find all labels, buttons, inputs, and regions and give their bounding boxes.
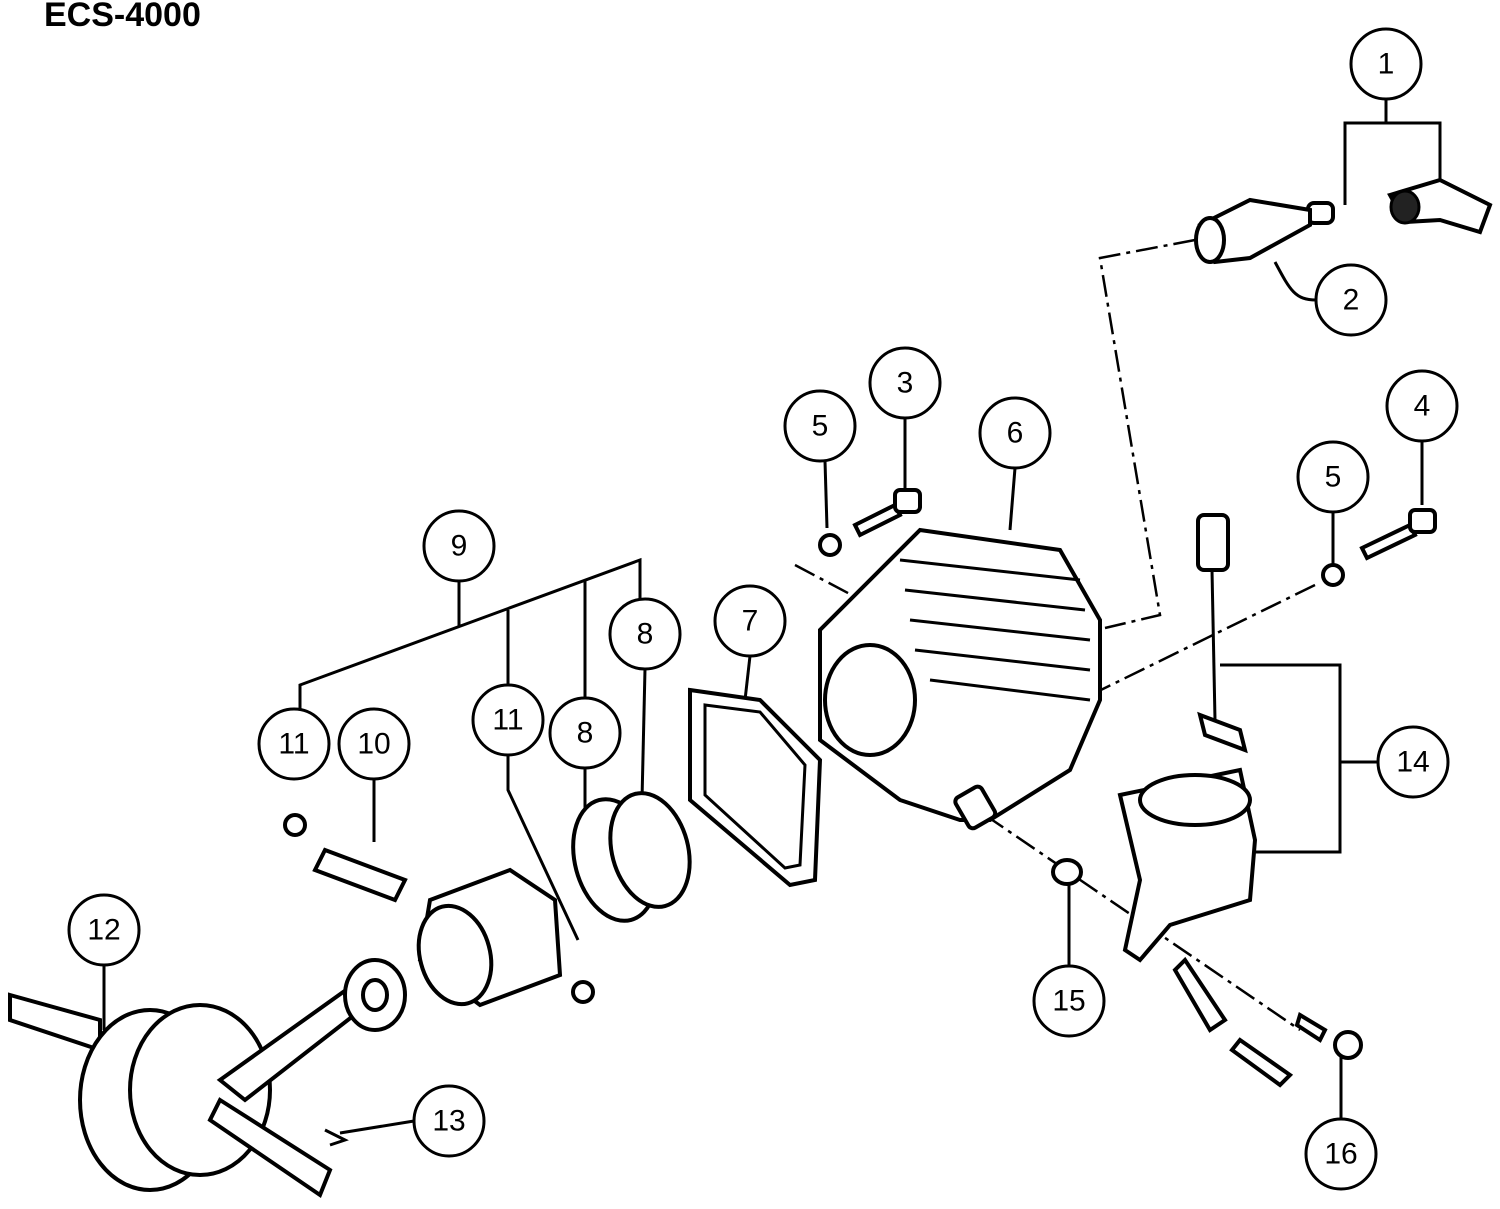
callout-1: 1 — [1349, 27, 1423, 101]
svg-text:11: 11 — [492, 704, 523, 737]
spark-plug-cap — [1306, 177, 1493, 235]
callout-5: 5 — [783, 389, 857, 463]
svg-text:10: 10 — [357, 728, 390, 761]
svg-text:4: 4 — [1414, 390, 1431, 423]
piston — [416, 867, 595, 1008]
svg-text:5: 5 — [1325, 461, 1342, 494]
svg-text:3: 3 — [897, 367, 914, 400]
ignition-coil — [1117, 513, 1294, 1088]
gasket — [688, 687, 823, 888]
svg-text:2: 2 — [1343, 284, 1360, 317]
callout-8: 8 — [608, 597, 682, 671]
svg-text:12: 12 — [87, 914, 120, 947]
callout-4: 4 — [1385, 369, 1459, 443]
svg-text:5: 5 — [812, 410, 829, 443]
callout-2: 2 — [1314, 263, 1388, 337]
svg-text:16: 16 — [1324, 1138, 1357, 1171]
callout-11: 11 — [257, 707, 331, 781]
crankshaft — [8, 958, 407, 1199]
callout-9: 9 — [422, 509, 496, 583]
callout-15: 15 — [1032, 964, 1106, 1038]
svg-text:1: 1 — [1378, 48, 1395, 81]
callout-10: 10 — [337, 707, 411, 781]
svg-text:8: 8 — [637, 618, 654, 651]
callout-11-right: 11 — [471, 683, 545, 757]
washer — [1051, 858, 1083, 886]
callout-7: 7 — [713, 584, 787, 658]
diagram-title: ECS-4000 — [44, 0, 201, 34]
callout-8-lower: 8 — [548, 696, 622, 770]
callout-14: 14 — [1376, 725, 1450, 799]
spark-plug — [1194, 197, 1312, 265]
piston-pin — [283, 813, 408, 903]
piston-rings — [571, 791, 692, 923]
svg-text:9: 9 — [451, 530, 468, 563]
svg-text:6: 6 — [1007, 417, 1024, 450]
clip — [324, 1128, 349, 1147]
callout-6: 6 — [978, 396, 1052, 470]
svg-text:15: 15 — [1052, 985, 1085, 1018]
svg-text:13: 13 — [432, 1105, 465, 1138]
callout-5-right: 5 — [1296, 440, 1370, 514]
callout-16: 16 — [1304, 1117, 1378, 1191]
callout-13: 13 — [412, 1084, 486, 1158]
svg-text:11: 11 — [278, 728, 309, 761]
cylinder — [818, 527, 1102, 831]
callout-12: 12 — [67, 893, 141, 967]
leader-lines — [102, 99, 1442, 1135]
svg-text:7: 7 — [742, 605, 759, 638]
callout-3: 3 — [868, 346, 942, 420]
svg-text:14: 14 — [1396, 746, 1429, 779]
bolts — [818, 488, 1437, 1060]
svg-text:8: 8 — [577, 717, 594, 750]
